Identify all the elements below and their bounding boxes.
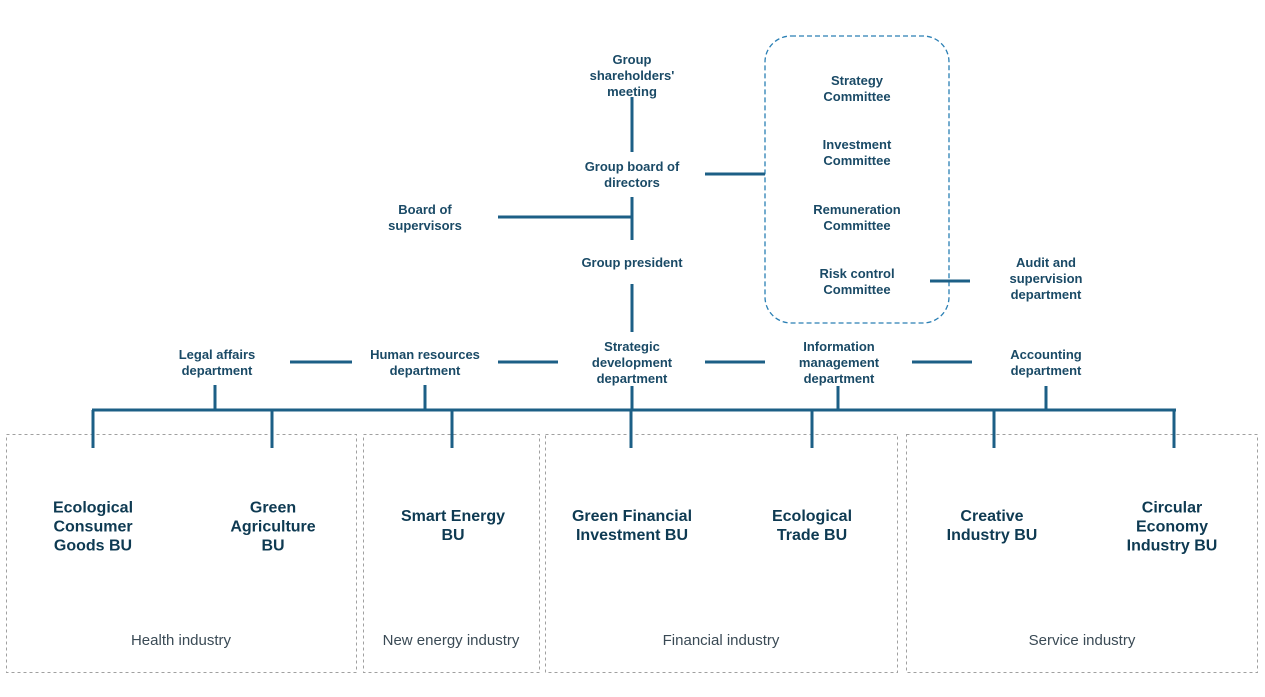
bu-green-financial-investment: Green Financial Investment BU: [571, 508, 693, 544]
dept-hr: Human resources department: [370, 347, 480, 378]
industry-box-financial: [545, 434, 898, 673]
bu-ecological-consumer-goods: Ecological Consumer Goods BU: [52, 499, 134, 555]
industry-label-financial: Financial industry: [662, 632, 780, 649]
connector-lines: [91, 97, 1176, 448]
committee-investment: Investment Committee: [822, 137, 892, 168]
committee-strategy: Strategy Committee: [823, 73, 891, 104]
dept-info: Information management department: [798, 339, 880, 386]
bu-circular-economy: Circular Economy Industry BU: [1126, 499, 1218, 555]
industry-label-health: Health industry: [130, 632, 232, 649]
dept-legal: Legal affairs department: [178, 347, 256, 378]
bu-ecological-trade: Ecological Trade BU: [771, 508, 853, 544]
industry-box-health: [6, 434, 357, 673]
industry-label-new-energy: New energy industry: [382, 632, 520, 649]
industry-box-new-energy: [363, 434, 540, 673]
dept-accounting: Accounting department: [1010, 347, 1082, 378]
node-audit-department: Audit and supervision department: [1009, 255, 1083, 302]
bu-creative-industry: Creative Industry BU: [946, 508, 1038, 544]
node-board-of-supervisors: Board of supervisors: [388, 202, 462, 233]
industry-box-service: [906, 434, 1258, 673]
committee-risk-control: Risk control Committee: [819, 266, 895, 297]
node-shareholders: Group shareholders' meeting: [589, 52, 675, 99]
dept-strategic: Strategic development department: [591, 339, 673, 386]
industry-label-service: Service industry: [1028, 632, 1136, 649]
bu-smart-energy: Smart Energy BU: [400, 508, 506, 544]
bu-green-agriculture: Green Agriculture BU: [230, 499, 316, 555]
node-board-of-directors: Group board of directors: [584, 159, 680, 190]
committee-remuneration: Remuneration Committee: [813, 202, 901, 233]
committee-box: [764, 35, 950, 324]
node-president: Group president: [581, 255, 683, 270]
